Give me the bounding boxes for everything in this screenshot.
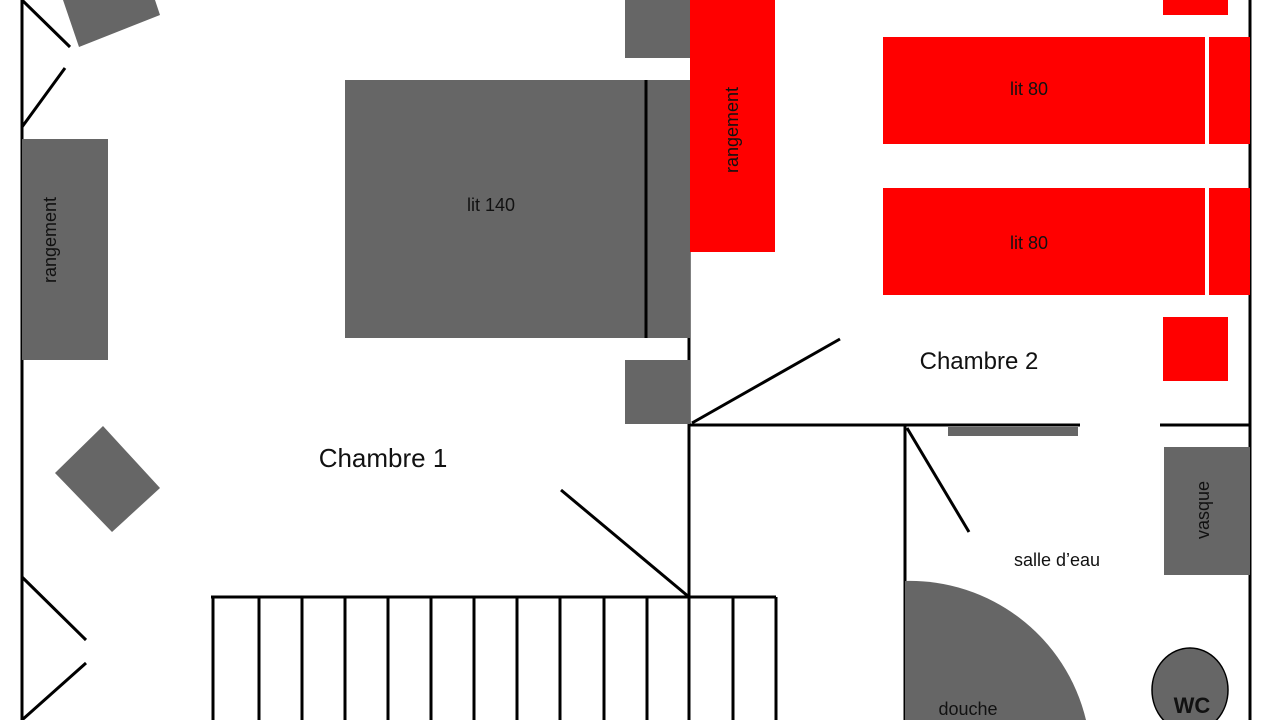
bed-80-bottom [883,188,1205,295]
rangement-left-label: rangement [40,197,60,283]
vasque [1164,447,1250,575]
room-label-salle-eau: salle d’eau [1014,550,1100,570]
bathroom-shelf [948,427,1078,436]
nightstand-red-bottom [1163,317,1228,381]
window-swing [20,67,67,128]
wc-label: WC [1174,693,1211,718]
window-swing [20,575,88,642]
bed-80-top [883,37,1205,144]
rangement-left [22,139,108,360]
shower [905,580,1086,720]
window-swing [21,661,87,720]
window-swing [20,0,72,49]
bed-140 [345,80,690,338]
nightstand-bottom [625,360,690,424]
shower-label: douche [938,699,997,719]
door-swing-chambre2 [691,337,841,425]
vasque-label: vasque [1193,481,1213,539]
bed-80-bottom-head [1209,188,1250,295]
bed-80-bottom-label: lit 80 [1010,233,1048,253]
bed-80-top-label: lit 80 [1010,79,1048,99]
stairs [211,597,778,720]
door-swing-bathroom [905,427,971,533]
room-label-chambre2: Chambre 2 [920,348,1039,375]
rangement-red-label: rangement [722,87,742,173]
bed-140-label: lit 140 [467,195,515,215]
nightstand-red-top [1163,0,1228,15]
door-swing-chambre1 [560,488,690,599]
wc [1151,647,1229,720]
bed-80-top-head [1209,37,1250,144]
furniture-tilted [63,0,160,47]
nightstand-top [625,0,690,58]
armchair [55,426,160,532]
rangement-red [690,0,775,252]
room-label-chambre1: Chambre 1 [319,443,448,473]
